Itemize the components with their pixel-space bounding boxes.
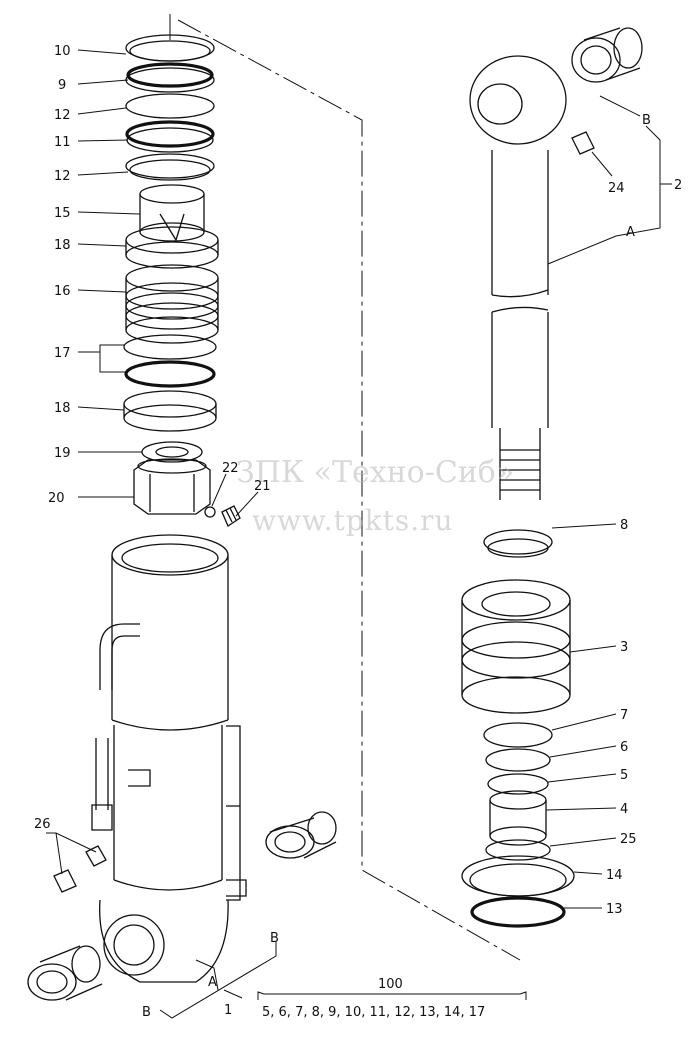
label-6: 6	[620, 740, 628, 755]
part-24-grease-fitting	[571, 131, 595, 155]
part-5-ring	[487, 773, 549, 795]
label-18b: 18	[54, 401, 71, 416]
part-21-setscrew	[221, 505, 241, 527]
part-22-ball	[204, 506, 216, 518]
label-B-left-bottom: B	[142, 1005, 151, 1020]
label-20: 20	[48, 491, 65, 506]
label-11: 11	[54, 135, 71, 150]
label-16: 16	[54, 284, 71, 299]
label-14: 14	[606, 868, 623, 883]
label-A-left: A	[208, 975, 217, 990]
part-7-ring	[483, 722, 553, 748]
part-9-oring	[125, 62, 215, 93]
label-5: 5	[620, 768, 628, 783]
label-4: 4	[620, 802, 628, 817]
part-26-grease-fittings	[53, 845, 107, 893]
label-19: 19	[54, 446, 71, 461]
part-25-snap-ring	[485, 839, 551, 861]
part-18-wiper-b	[123, 390, 217, 432]
part-6-ring	[485, 748, 551, 772]
label-22: 22	[222, 461, 239, 476]
label-8: 8	[620, 518, 628, 533]
watermark-url: www.tpkts.ru	[252, 504, 454, 537]
watermark: ЗПК «Техно-Сиб» www.tpkts.ru	[236, 455, 514, 537]
part-B-bushing-left-small	[27, 945, 103, 1001]
label-25: 25	[620, 832, 637, 847]
part-12-ring-a	[125, 93, 215, 119]
label-2: 2	[674, 178, 682, 193]
label-1: 1	[224, 1003, 232, 1018]
part-8-ring	[483, 529, 553, 558]
label-24: 24	[608, 181, 625, 196]
label-15: 15	[54, 206, 71, 221]
part-3-rod-head	[461, 579, 571, 714]
part-B-bushing-top-right	[571, 27, 643, 83]
part-20-nut	[133, 458, 211, 515]
part-11-oring	[125, 120, 215, 153]
label-B-left-right: B	[270, 931, 279, 946]
label-9: 9	[58, 78, 66, 93]
label-A-right: A	[626, 225, 635, 240]
leader-lines	[46, 49, 672, 1019]
part-B-bushing-right-small	[265, 811, 337, 859]
part-14-ring	[461, 855, 575, 897]
kit-number: 100	[378, 977, 403, 992]
part-17-seal-pair	[123, 334, 217, 388]
part-12-ring-b	[125, 153, 215, 181]
part-10-ring	[125, 34, 215, 62]
label-21: 21	[254, 479, 271, 494]
part-13-oring	[470, 896, 566, 928]
label-26: 26	[34, 817, 51, 832]
label-13: 13	[606, 902, 623, 917]
part-15-bushing	[139, 184, 205, 242]
label-17: 17	[54, 346, 71, 361]
label-18a: 18	[54, 238, 71, 253]
part-2-piston-rod	[469, 55, 567, 500]
part-1-cylinder-barrel	[91, 534, 247, 983]
label-3: 3	[620, 640, 628, 655]
label-12b: 12	[54, 169, 71, 184]
label-10: 10	[54, 44, 71, 59]
assembly-axis-line	[169, 14, 521, 961]
part-labels: 10 9 12 11 12 15 18 16 17 18 19 20 22 21…	[34, 44, 682, 1020]
part-18-wiper-a	[125, 226, 219, 269]
watermark-company: ЗПК «Техно-Сиб»	[236, 455, 514, 490]
label-12a: 12	[54, 108, 71, 123]
part-4-bushing	[489, 790, 547, 846]
part-16-piston	[125, 264, 219, 344]
kit-contents: 5, 6, 7, 8, 9, 10, 11, 12, 13, 14, 17	[262, 1005, 485, 1020]
label-7: 7	[620, 708, 628, 723]
label-B-right: B	[642, 113, 651, 128]
